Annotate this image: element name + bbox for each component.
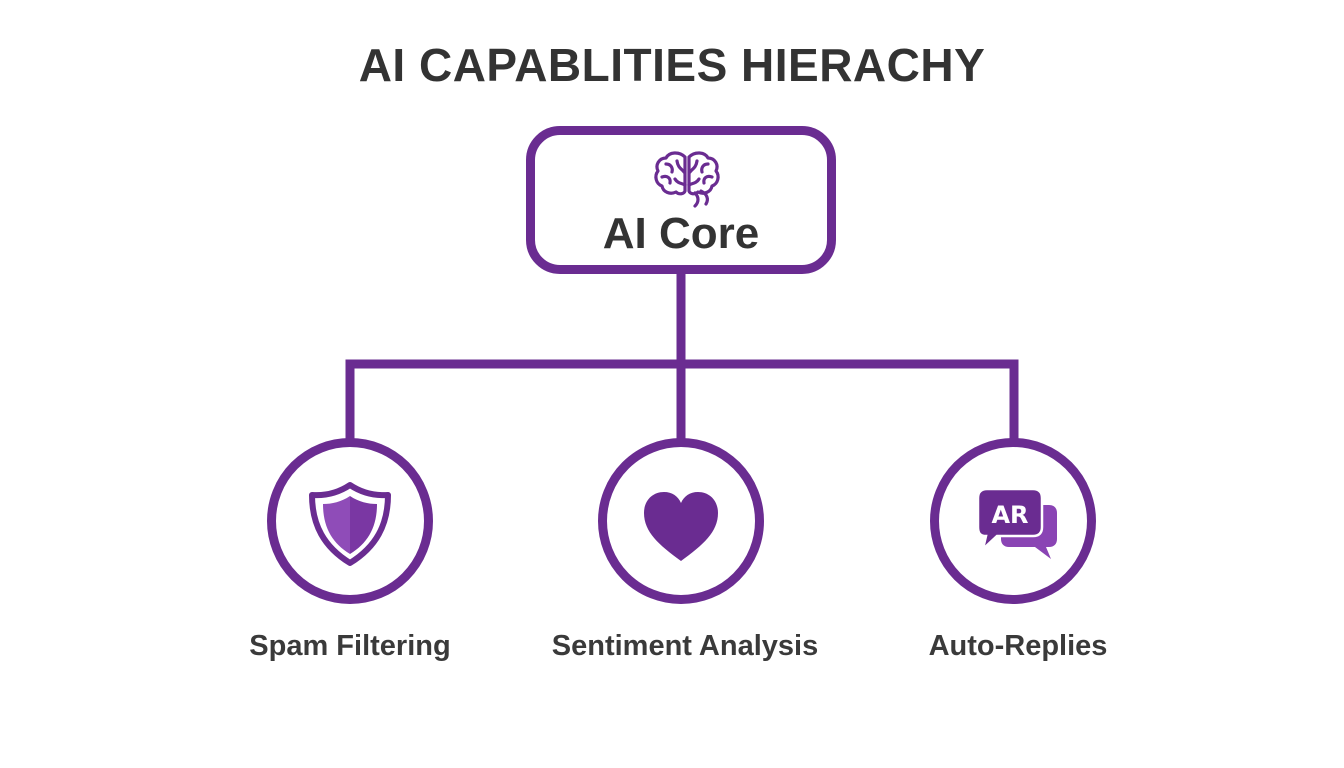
brain-icon <box>654 151 720 208</box>
child-label-spam-filtering: Spam Filtering <box>249 630 451 662</box>
child-node-spam-filtering <box>267 438 433 604</box>
chat-icon-text: AR <box>991 501 1028 529</box>
root-node: AI Core <box>526 126 836 274</box>
diagram-title: AI CAPABLITIES HIERACHY <box>358 39 986 91</box>
shield-icon <box>309 482 391 566</box>
child-node-sentiment-analysis <box>598 438 764 604</box>
child-label-auto-replies: Auto-Replies <box>928 630 1108 662</box>
root-node-label: AI Core <box>602 209 760 258</box>
child-label-sentiment-analysis: Sentiment Analysis <box>551 630 819 662</box>
heart-icon <box>644 492 718 561</box>
child-node-auto-replies: AR <box>930 438 1096 604</box>
chat-bubbles-icon: AR <box>976 487 1057 559</box>
